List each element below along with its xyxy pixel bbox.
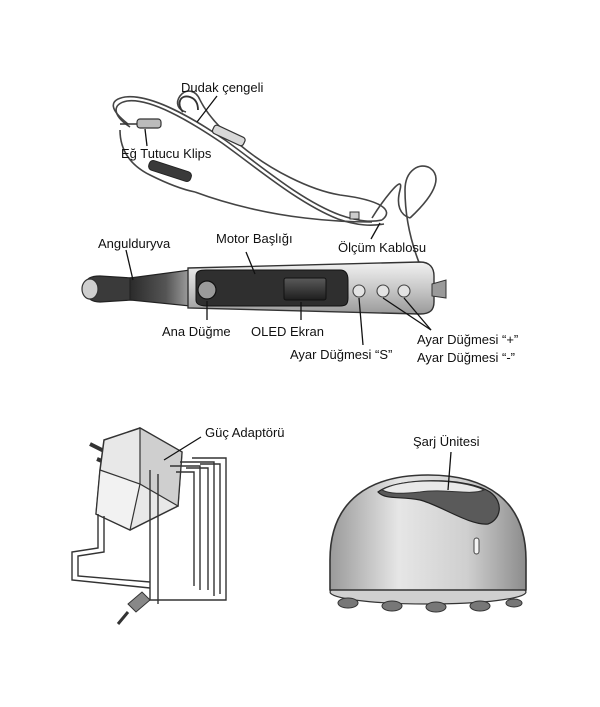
label-setting-button-plus: Ayar Düğmesi “+” — [417, 332, 519, 347]
label-main-button: Ana Düğme — [162, 324, 231, 339]
adapter-leader-line — [163, 436, 202, 461]
label-file-clip: Eğ Tutucu Klips — [121, 146, 212, 161]
leader-lines — [125, 95, 432, 346]
cable-connector — [349, 211, 360, 220]
label-oled-screen: OLED Ekran — [251, 324, 324, 339]
charging-indicator-icon — [473, 537, 480, 555]
charger-leader-line — [447, 451, 452, 491]
label-motor-head: Motor Başlığı — [216, 231, 293, 246]
label-measuring-cable: Ölçüm Kablosu — [338, 240, 427, 255]
main-button — [197, 280, 217, 300]
label-charging-unit: Şarj Ünitesi — [413, 434, 480, 449]
label-setting-button-minus: Ayar Düğmesi “-” — [417, 350, 516, 365]
label-contra-angle: Angulduryva — [98, 236, 171, 251]
label-setting-button-s: Ayar Düğmesi “S” — [290, 347, 393, 362]
measuring-cable — [112, 90, 437, 303]
label-power-adapter: Güç Adaptörü — [205, 425, 285, 440]
charging-unit — [329, 474, 527, 613]
setting-button-minus — [397, 284, 411, 298]
lip-hook-icon — [178, 95, 246, 147]
setting-button-s — [352, 284, 366, 298]
oled-screen — [283, 277, 327, 301]
setting-button-plus — [376, 284, 390, 298]
label-lip-hook: Dudak çengeli — [181, 80, 264, 95]
handpiece — [81, 261, 447, 315]
power-adapter — [71, 426, 227, 625]
file-clip-icon — [120, 118, 192, 183]
